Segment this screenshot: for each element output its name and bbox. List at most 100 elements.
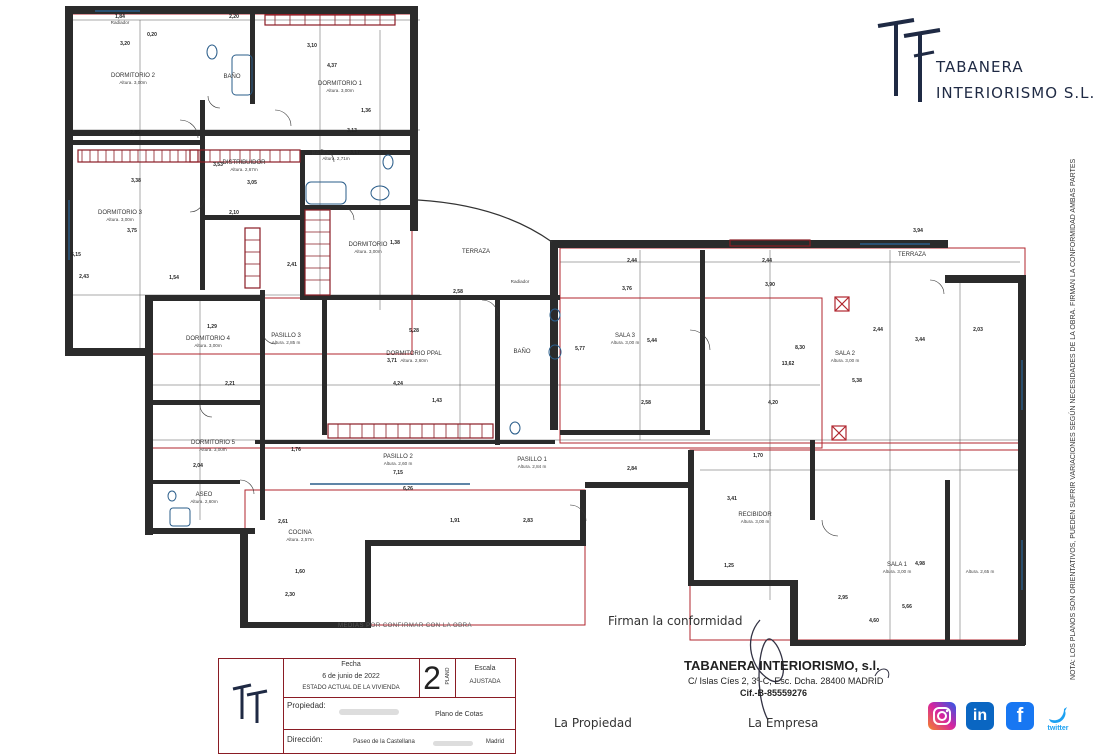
fecha-value: 6 de junio de 2022: [322, 673, 380, 680]
propiedad-label: Propiedad:: [287, 701, 326, 710]
room-recibidor-height: Altura. 3,00 m: [741, 519, 770, 524]
facebook-icon[interactable]: f: [1006, 702, 1034, 730]
windows: [68, 10, 1023, 590]
dim-label: 3,17: [350, 150, 360, 156]
estado-label: ESTADO ACTUAL DE LA VIVIENDA: [302, 685, 400, 691]
title-block: Fecha 6 de junio de 2022 ESTADO ACTUAL D…: [218, 658, 516, 754]
room-recibidor-name: RECIBIDOR: [738, 512, 772, 518]
la-empresa: La Empresa: [748, 716, 819, 730]
room-pasillo2-height: Altura. 2,60 m: [384, 461, 413, 466]
terrace-outline: [417, 199, 553, 243]
dim-label: 3,38: [131, 178, 141, 184]
dim-label: 5,28: [409, 328, 419, 334]
plano-number: 2: [423, 660, 441, 696]
room-sala3-name: SALA 3: [615, 333, 636, 339]
room-pasillo3-name: PASILLO 3: [271, 333, 301, 339]
dim-label: 1,43: [432, 398, 442, 404]
room-pasillo1-name: PASILLO 1: [517, 457, 547, 463]
room-dorm1-name: DORMITORIO 1: [318, 81, 363, 87]
direccion-value: Paseo de la Castellana: [353, 739, 415, 745]
dim-label: 2,43: [79, 274, 89, 280]
room-cocina-height: Altura. 2,57m: [286, 537, 313, 542]
room-pasillo1-height: Altura. 2,84 m: [518, 464, 547, 469]
twitter-bird-icon: [1049, 707, 1067, 723]
escala-label: Escala: [474, 665, 496, 672]
room-dormppal-height: Altura. 2,60m: [400, 358, 427, 363]
dim-label: 8,30: [795, 345, 805, 351]
dim-label: 1,36: [361, 108, 371, 114]
twitter-icon[interactable]: twitter: [1044, 702, 1072, 732]
room-sala1-height: Altura. 3,00 m: [883, 569, 912, 574]
ciudad-value: Madrid: [485, 739, 505, 745]
dimension-labels: 1,84 0,20 3,20 3,10 4,37 2,85 3,13 3,17 …: [71, 14, 983, 624]
dim-label: 3,76: [622, 286, 632, 292]
room-sala2-height: Altura. 3,00 m: [831, 358, 860, 363]
linkedin-glyph: in: [972, 707, 988, 724]
dim-label: 1,29: [207, 324, 217, 330]
room-dorm3-height: Altura. 3,00m: [106, 217, 133, 222]
dim-label: 5,38: [852, 378, 862, 384]
dim-label: 3,41: [727, 496, 737, 502]
dim-label: 6,26: [403, 486, 413, 492]
dim-label: 7,15: [393, 470, 403, 476]
room-dorm3-name: DORMITORIO 3: [98, 210, 143, 216]
room-distribuidor-height: Altura. 2,67m: [230, 167, 257, 172]
dim-label: 2,04: [193, 463, 203, 469]
dim-label: 5,77: [575, 346, 585, 352]
plano-word: PLANO: [445, 667, 451, 685]
dim-label: 3,44: [915, 337, 925, 343]
dim-label: 4,37: [327, 63, 337, 69]
room-dorm1-height: Altura. 3,00m: [326, 88, 353, 93]
dim-label: 3,94: [913, 228, 923, 234]
note-medidas: MEDIAS POR CONFIRMAR CON LA OBRA: [338, 623, 473, 629]
room-bano3-name: BAÑO: [513, 348, 530, 355]
instagram-glyph-icon: [933, 707, 951, 725]
instagram-icon[interactable]: [928, 702, 956, 730]
dim-label: 2,30: [285, 592, 295, 598]
room-labels: DORMITORIO 2 Altura. 3,00m DORMITORIO 1 …: [98, 20, 994, 574]
door-swings: [179, 95, 945, 537]
dim-label: 1,70: [753, 453, 763, 459]
dim-label: 2,44: [762, 258, 772, 264]
room-sala3-height: Altura. 3,00 m: [611, 340, 640, 345]
dim-label: 2,21: [225, 381, 235, 387]
dim-label: 2,61: [278, 519, 288, 525]
dim-label: 2,44: [873, 327, 883, 333]
walls: [65, 6, 1026, 646]
company-cif: Cif.-B-85559276: [740, 688, 808, 698]
room-sala2-name: SALA 2: [835, 351, 856, 357]
direccion-label: Dirección:: [287, 735, 323, 744]
plano-cotas: Plano de Cotas: [435, 711, 483, 718]
dim-label: 5,44: [647, 338, 657, 344]
room-terraza1-name: TERRAZA: [462, 249, 490, 255]
dim-label: 3,90: [765, 282, 775, 288]
dim-label: 2,84: [627, 466, 637, 472]
brand-mark-icon: [877, 18, 941, 102]
room-terraza2-name: TERRAZA: [898, 252, 926, 258]
dim-label: 3,13: [347, 128, 357, 134]
brand-name-line1: TABANERA: [936, 58, 1024, 76]
room-distribuidor-name: DISTRIBUIDOR: [222, 160, 266, 166]
dim-label: 1,76: [291, 447, 301, 453]
dim-label: 2,95: [838, 595, 848, 601]
room-dorm2-name: DORMITORIO 2: [111, 73, 156, 79]
room-dormitorio-name: DORMITORIO: [349, 242, 388, 248]
brand-logo: TABANERA INTERIORISMO S.L.: [874, 16, 1094, 108]
linkedin-icon[interactable]: in: [966, 702, 994, 730]
dim-label: 3,10: [307, 43, 317, 49]
dim-label: 2,83: [523, 518, 533, 524]
dim-label: 5,66: [902, 604, 912, 610]
dim-label: 0,20: [147, 32, 157, 38]
dim-label: 1,38: [390, 240, 400, 246]
la-propiedad: La Propiedad: [554, 716, 632, 730]
dim-label: 2,20: [229, 14, 239, 20]
facebook-glyph: f: [1016, 704, 1024, 727]
room-cocina-name: COCINA: [288, 530, 311, 536]
title-block-logo-icon: [232, 683, 268, 723]
dimension-grid: [70, 19, 1020, 640]
radiator-label-2: Radiador: [511, 279, 530, 284]
propiedad-redacted: [339, 709, 399, 715]
dim-label: 1,25: [724, 563, 734, 569]
room-bano2-name: BAÑO: [311, 150, 328, 157]
brand-name-line2: INTERIORISMO S.L.: [936, 84, 1096, 102]
